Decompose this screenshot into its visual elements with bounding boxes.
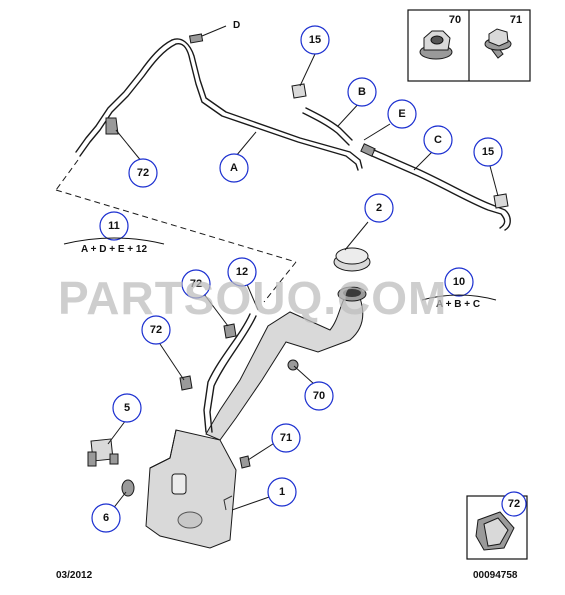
svg-text:72: 72	[190, 278, 202, 290]
clip-72-low	[179, 375, 193, 391]
kit-11: 11 A + D + E + 12	[63, 211, 165, 255]
kit-10-number: 10	[453, 276, 465, 288]
svg-text:1: 1	[279, 486, 285, 498]
kit-11-formula: A + D + E + 12	[81, 244, 147, 255]
washer-pump	[87, 438, 119, 467]
callout-2[interactable]: 2	[364, 193, 394, 223]
clip-15-top	[291, 83, 307, 99]
small-box-number: 72	[508, 498, 520, 510]
callout-12[interactable]: 12	[227, 257, 257, 287]
callout-11[interactable]	[99, 211, 129, 241]
callout-e[interactable]: E	[387, 99, 417, 129]
hose-clip	[105, 117, 119, 135]
screw-d: D	[188, 20, 240, 44]
svg-text:5: 5	[124, 402, 130, 414]
svg-text:B: B	[358, 86, 366, 98]
callout-6[interactable]: 6	[91, 503, 121, 533]
kit-10-formula: A + B + C	[436, 299, 480, 310]
clip-72-mid	[223, 323, 237, 339]
svg-text:2: 2	[376, 202, 382, 214]
svg-text:72: 72	[150, 324, 162, 336]
hose-a	[75, 38, 363, 171]
label-d: D	[233, 20, 240, 31]
clip-15-right	[493, 193, 509, 209]
flange-nut-icon	[419, 30, 453, 60]
callout-a[interactable]: A	[219, 153, 249, 183]
filler-cap	[333, 221, 371, 272]
svg-text:E: E	[398, 108, 405, 120]
date-code: 03/2012	[56, 570, 93, 581]
connector-e	[360, 123, 391, 157]
legend-box-left-number: 70	[449, 14, 461, 26]
callout-1[interactable]: 1	[267, 477, 297, 507]
svg-text:15: 15	[309, 34, 321, 46]
svg-text:A: A	[230, 162, 238, 174]
callout-15-top[interactable]: 15	[300, 25, 330, 55]
callout-72-top[interactable]: 72	[128, 158, 158, 188]
callout-5[interactable]: 5	[112, 393, 142, 423]
hose-c	[371, 149, 511, 231]
legend-box-right-number: 71	[510, 14, 522, 26]
washer-tube-outer	[209, 315, 257, 433]
svg-text:C: C	[434, 134, 442, 146]
callout-c[interactable]: C	[423, 125, 453, 155]
diagram-ref: 00094758	[473, 570, 518, 581]
pump-grommet	[121, 479, 135, 497]
svg-text:12: 12	[236, 266, 248, 278]
legend-box: 70 71	[407, 9, 531, 82]
kit-11-outline	[55, 159, 297, 303]
callout-15-right[interactable]: 15	[473, 137, 503, 167]
kit-10: 10 A + B + C	[421, 267, 497, 310]
callout-71[interactable]: 71	[271, 423, 301, 453]
svg-text:72: 72	[137, 167, 149, 179]
small-part-box: 72	[466, 491, 528, 560]
watermark: PARTSOUQ.COM	[58, 272, 447, 324]
hose-clip-icon	[475, 511, 515, 551]
svg-text:6: 6	[103, 512, 109, 524]
hex-bolt-icon	[484, 28, 512, 59]
callout-72-mid[interactable]: 72	[181, 269, 211, 299]
svg-text:71: 71	[280, 432, 292, 444]
callout-72-box[interactable]	[501, 491, 527, 517]
washer-tube	[203, 313, 251, 433]
hose-b	[302, 107, 353, 146]
kit-11-number: 11	[108, 220, 120, 232]
bolt-71	[239, 455, 251, 469]
callout-10[interactable]	[444, 267, 474, 297]
svg-text:15: 15	[482, 146, 494, 158]
svg-text:70: 70	[313, 390, 325, 402]
callout-b[interactable]: B	[347, 77, 377, 107]
leader-lines	[107, 53, 499, 511]
washer-reservoir	[145, 286, 367, 549]
callout-72-low[interactable]: 72	[141, 315, 171, 345]
callout-70[interactable]: 70	[304, 381, 334, 411]
